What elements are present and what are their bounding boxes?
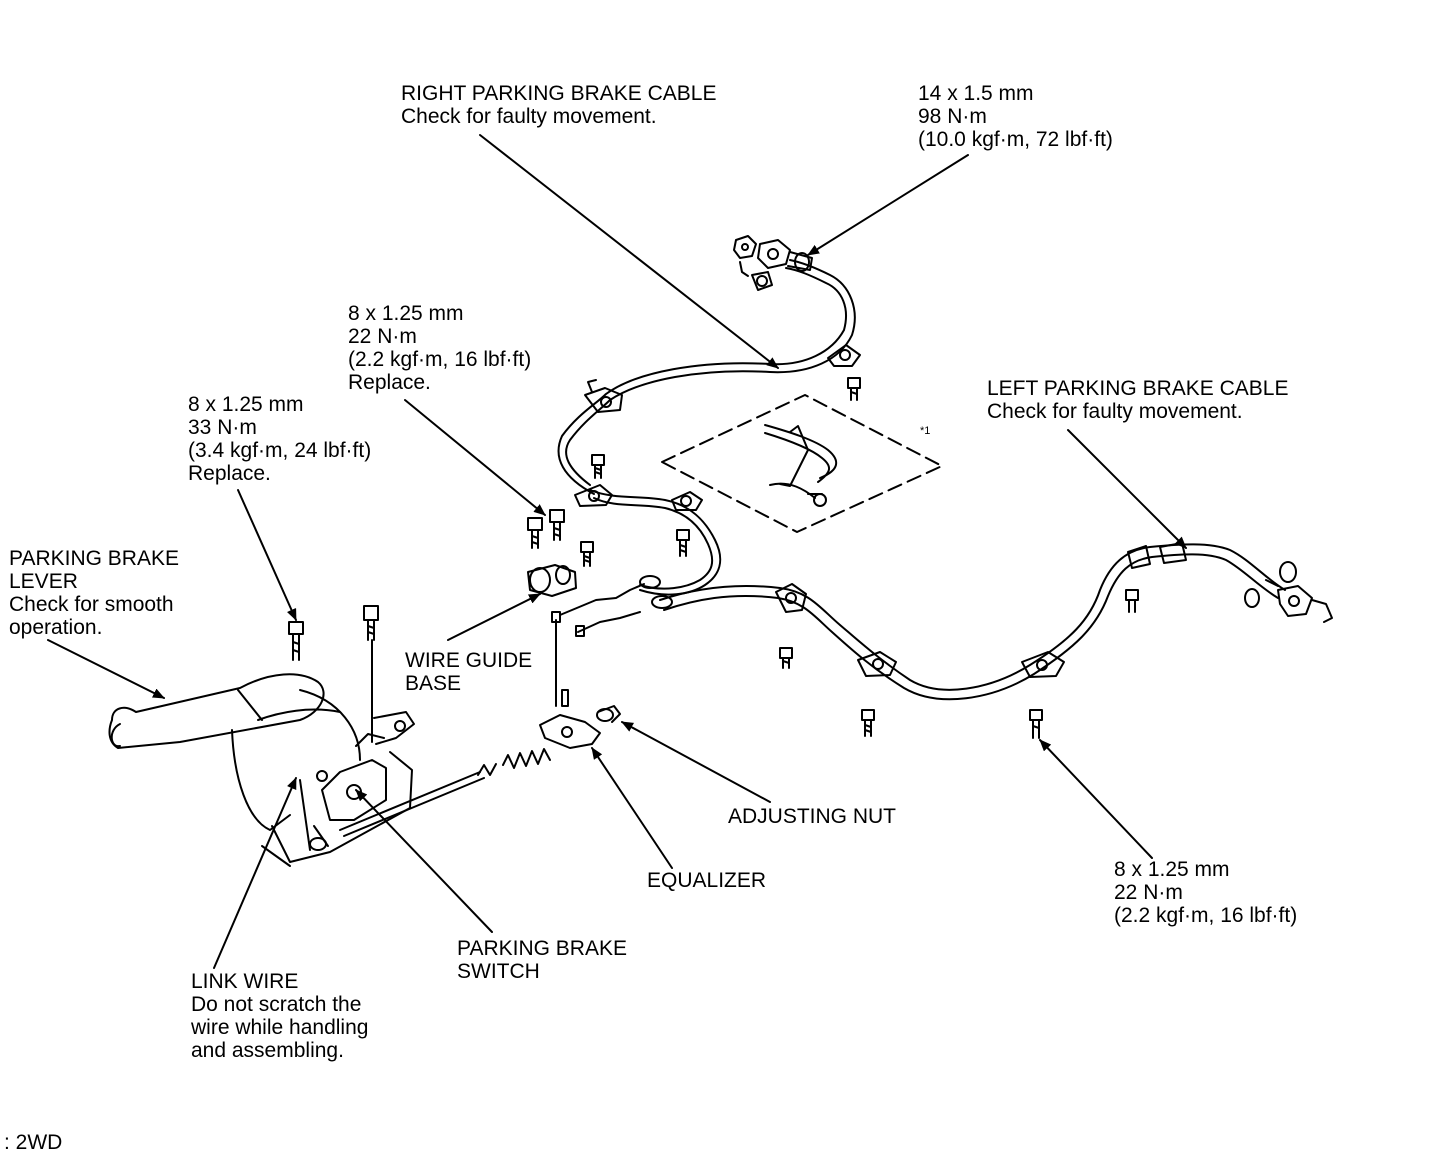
- label-line: LINK WIRE: [191, 970, 299, 993]
- bolt-left-rear: [1029, 709, 1043, 739]
- adjusting-nut-part: [596, 705, 621, 723]
- label-line: and assembling.: [191, 1039, 344, 1062]
- leader-right-cable: [479, 134, 779, 369]
- label-line: wire while handling: [191, 1016, 369, 1039]
- footnote-2wd: : 2WD: [4, 1131, 62, 1154]
- bolt-guide-1: [527, 517, 543, 549]
- label-link-wire: LINK WIRE Do not scratch the wire while …: [191, 970, 368, 1062]
- bolt-left-clip: [1125, 589, 1139, 613]
- label-line: 8 x 1.25 mm: [1114, 858, 1230, 881]
- leader-link-wire: [213, 777, 297, 969]
- label-line: (10.0 kgf·m, 72 lbf·ft): [918, 128, 1113, 151]
- label-line: WIRE GUIDE: [405, 649, 533, 672]
- label-line: BASE: [405, 672, 462, 695]
- left-cable-bracket-middle: [857, 651, 897, 677]
- label-line: 33 N·m: [188, 416, 257, 439]
- front-cable-ends: [551, 575, 673, 707]
- leader-guide-torque: [404, 399, 546, 516]
- label-torque-wire-guide: 8 x 1.25 mm 22 N·m (2.2 kgf·m, 16 lbf·ft…: [348, 302, 531, 394]
- leader-rear-right-torque: [807, 154, 969, 256]
- label-line: Check for faulty movement.: [987, 400, 1243, 423]
- bolt-guide-2: [549, 509, 565, 541]
- leader-lines: [47, 134, 1187, 969]
- label-line: 98 N·m: [918, 105, 987, 128]
- label-line: Do not scratch the: [191, 993, 362, 1016]
- bolt-right-bracket: [676, 529, 690, 557]
- label-line: 22 N·m: [348, 325, 417, 348]
- label-parking-brake-switch: PARKING BRAKE SWITCH: [457, 937, 627, 983]
- bolt-right-middle: [580, 541, 594, 567]
- label-wire-guide-base: WIRE GUIDE BASE: [405, 649, 532, 695]
- leader-lever: [47, 639, 165, 699]
- label-line: (2.2 kgf·m, 16 lbf·ft): [348, 348, 532, 371]
- label-torque-rear-right: 14 x 1.5 mm 98 N·m (10.0 kgf·m, 72 lbf·f…: [918, 82, 1113, 151]
- bolt-left-front: [779, 647, 793, 669]
- label-line: 8 x 1.25 mm: [348, 302, 464, 325]
- right-cable-bracket-upper: [584, 379, 623, 413]
- label-line: ADJUSTING NUT: [728, 805, 896, 828]
- label-line: 14 x 1.5 mm: [918, 82, 1034, 105]
- bolts: [288, 377, 1139, 739]
- bolt-right-upper: [591, 454, 605, 479]
- left-cable-clip: [1127, 542, 1187, 569]
- label-torque-lever: 8 x 1.25 mm 33 N·m (3.4 kgf·m, 24 lbf·ft…: [188, 393, 371, 485]
- leader-left-torque: [1039, 739, 1153, 859]
- label-line: operation.: [9, 616, 103, 639]
- label-line: Replace.: [188, 462, 271, 485]
- label-line: (2.2 kgf·m, 16 lbf·ft): [1114, 904, 1298, 927]
- label-line: 8 x 1.25 mm: [188, 393, 304, 416]
- label-line: *1: [920, 425, 931, 437]
- detail-box-2wd: [661, 394, 943, 533]
- parking-brake-lever-part: [108, 673, 415, 867]
- bolt-rear-right-bracket: [847, 377, 861, 401]
- label-detail-marker: *1: [920, 425, 930, 437]
- equalizer-part: [539, 689, 601, 749]
- label-line: PARKING BRAKE: [457, 937, 627, 960]
- left-rear-caliper-end: [1244, 561, 1333, 623]
- leader-equalizer: [591, 747, 673, 869]
- left-parking-brake-cable: [659, 543, 1286, 701]
- label-line: 22 N·m: [1114, 881, 1183, 904]
- label-equalizer: EQUALIZER: [647, 869, 766, 892]
- lever-spring: [477, 748, 551, 776]
- label-line: PARKING BRAKE: [9, 547, 179, 570]
- label-line: SWITCH: [457, 960, 540, 983]
- left-cable-bracket-front: [775, 583, 807, 613]
- label-line: RIGHT PARKING BRAKE CABLE: [401, 82, 717, 105]
- leader-wire-guide: [447, 593, 541, 641]
- label-left-parking-brake-cable: LEFT PARKING BRAKE CABLE Check for fault…: [987, 377, 1289, 423]
- label-line: EQUALIZER: [647, 869, 767, 892]
- right-parking-brake-cable: [557, 259, 856, 596]
- label-line: Check for smooth: [9, 593, 174, 616]
- label-line: LEVER: [9, 570, 78, 593]
- leader-adjusting-nut: [621, 721, 771, 803]
- leader-lever-torque: [237, 489, 297, 621]
- label-line: Check for faulty movement.: [401, 105, 657, 128]
- bolt-lever-1: [288, 621, 304, 661]
- leader-left-cable: [1067, 429, 1187, 549]
- label-parking-brake-lever: PARKING BRAKE LEVER Check for smooth ope…: [9, 547, 179, 639]
- wire-guide-base-part: [527, 564, 577, 597]
- label-line: LEFT PARKING BRAKE CABLE: [987, 377, 1289, 400]
- label-line: (3.4 kgf·m, 24 lbf·ft): [188, 439, 372, 462]
- right-cable-bracket-middle: [574, 344, 861, 511]
- label-line: : 2WD: [4, 1131, 63, 1154]
- bolt-left-middle: [861, 709, 875, 737]
- leader-switch: [355, 789, 493, 933]
- left-cable-bracket-rear: [1021, 651, 1065, 678]
- label-line: Replace.: [348, 371, 431, 394]
- right-rear-caliper-end: [733, 235, 813, 291]
- label-adjusting-nut: ADJUSTING NUT: [728, 805, 896, 828]
- bolt-lever-2: [363, 605, 379, 641]
- label-right-parking-brake-cable: RIGHT PARKING BRAKE CABLE Check for faul…: [401, 82, 716, 128]
- label-torque-left-bracket: 8 x 1.25 mm 22 N·m (2.2 kgf·m, 16 lbf·ft…: [1114, 858, 1297, 927]
